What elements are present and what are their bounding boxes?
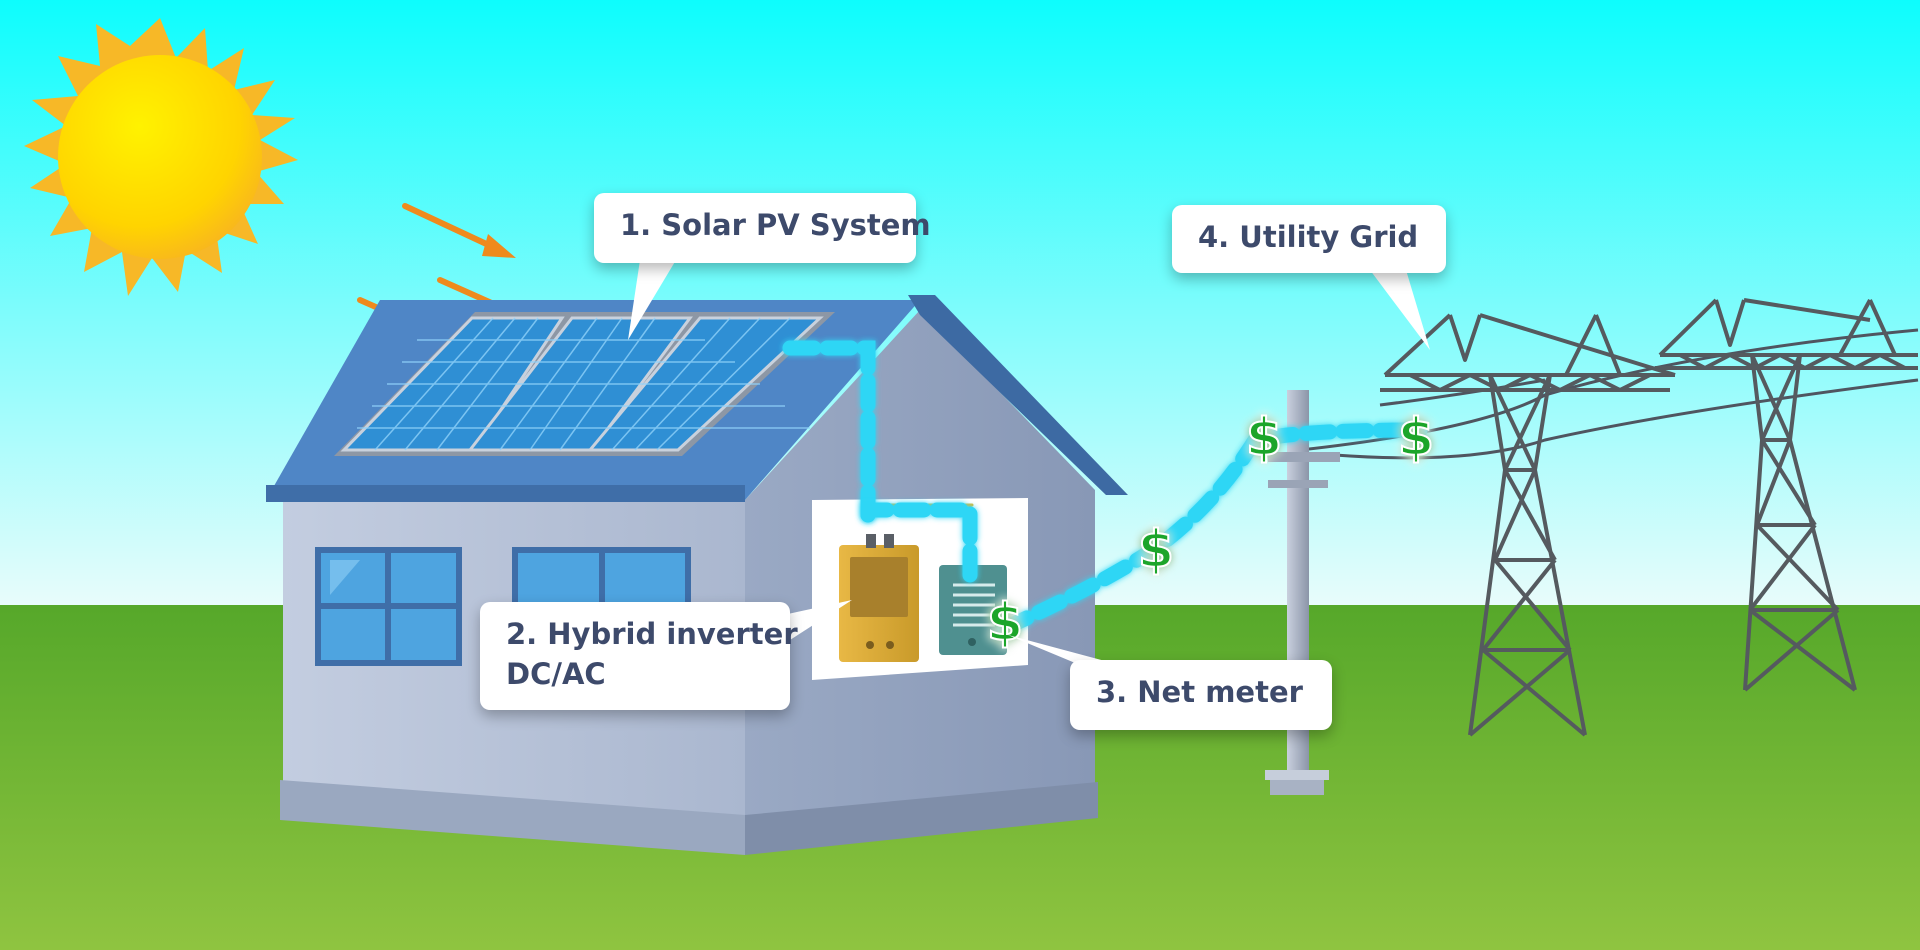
label-dc-ac: DC/AC [506, 657, 606, 691]
dollar-icon: $ [1398, 408, 1434, 468]
pointer-net-meter [1008, 635, 1120, 665]
dollar-icon-group: $ $ $ $ [986, 407, 1435, 654]
label-hybrid-inverter: 2. Hybrid inverter [506, 617, 798, 651]
dollar-icon: $ [1246, 408, 1282, 468]
label-solar-pv-system: 1. Solar PV System [620, 208, 931, 242]
callout-solar-pv-system: 1. Solar PV System [594, 193, 931, 263]
label-net-meter: 3. Net meter [1096, 675, 1303, 709]
transmission-tower-icon [1380, 313, 1676, 737]
net-meter-icon [939, 565, 1007, 655]
label-utility-grid: 4. Utility Grid [1198, 220, 1419, 254]
solar-panel-icon [334, 312, 835, 456]
pointer-utility-grid [1370, 270, 1430, 350]
callout-hybrid-inverter: 2. Hybrid inverter DC/AC [480, 602, 798, 710]
dollar-icon: $ [987, 593, 1023, 653]
callout-utility-grid: 4. Utility Grid [1172, 205, 1446, 273]
callout-net-meter: 3. Net meter [1070, 660, 1332, 730]
sun-icon [24, 18, 298, 296]
pointer-solar-pv [628, 260, 676, 340]
energy-cable [782, 340, 1428, 636]
inverter-icon [839, 534, 919, 662]
dollar-icon: $ [1138, 520, 1174, 580]
transmission-tower-icon-2 [1655, 298, 1918, 692]
